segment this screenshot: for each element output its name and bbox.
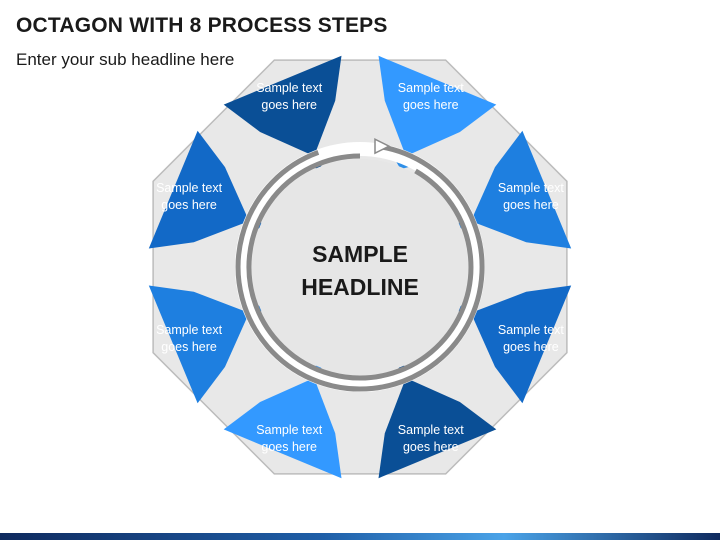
process-step-4-label-line-1: Sample text [398, 423, 465, 437]
process-step-1-label-line-2: goes here [403, 98, 459, 112]
process-step-6 [148, 285, 250, 404]
process-step-1 [378, 55, 497, 157]
process-step-3-label-line-1: Sample text [498, 323, 565, 337]
ring-arrowhead [374, 137, 391, 155]
process-step-2-label-line-2: goes here [503, 198, 559, 212]
process-step-6-label-line-2: goes here [161, 340, 217, 354]
process-step-8-label-line-2: goes here [261, 98, 317, 112]
ring-backdrop [235, 142, 485, 392]
process-step-7 [148, 130, 250, 249]
process-step-8 [223, 55, 342, 157]
process-step-6-label-line-1: Sample text [156, 323, 223, 337]
circular-arrow-ring [235, 137, 485, 392]
slide-subtitle: Enter your sub headline here [16, 50, 235, 69]
process-step-5-label-line-2: goes here [261, 440, 317, 454]
slide-title: OCTAGON WITH 8 PROCESS STEPS [16, 14, 388, 37]
process-step-4-label-line-2: goes here [403, 440, 459, 454]
ring-inner-arc [246, 153, 474, 381]
process-step-3-label-line-2: goes here [503, 340, 559, 354]
process-step-3 [470, 285, 572, 404]
process-step-7-label-line-1: Sample text [156, 181, 223, 195]
process-step-8-label-line-1: Sample text [256, 81, 323, 95]
process-step-1-label-line-1: Sample text [398, 81, 465, 95]
process-step-7-label-line-2: goes here [161, 198, 217, 212]
process-step-2 [470, 130, 572, 249]
footer-bar [0, 533, 720, 540]
process-step-5-label-line-1: Sample text [256, 423, 323, 437]
center-headline-line-2: HEADLINE [301, 274, 419, 300]
center-headline-line-1: SAMPLE [312, 241, 408, 267]
process-step-2-label-line-1: Sample text [498, 181, 565, 195]
process-step-5 [223, 377, 342, 479]
center-disc [252, 159, 468, 375]
process-step-4 [378, 377, 497, 479]
ring-outer-arc [235, 143, 485, 392]
